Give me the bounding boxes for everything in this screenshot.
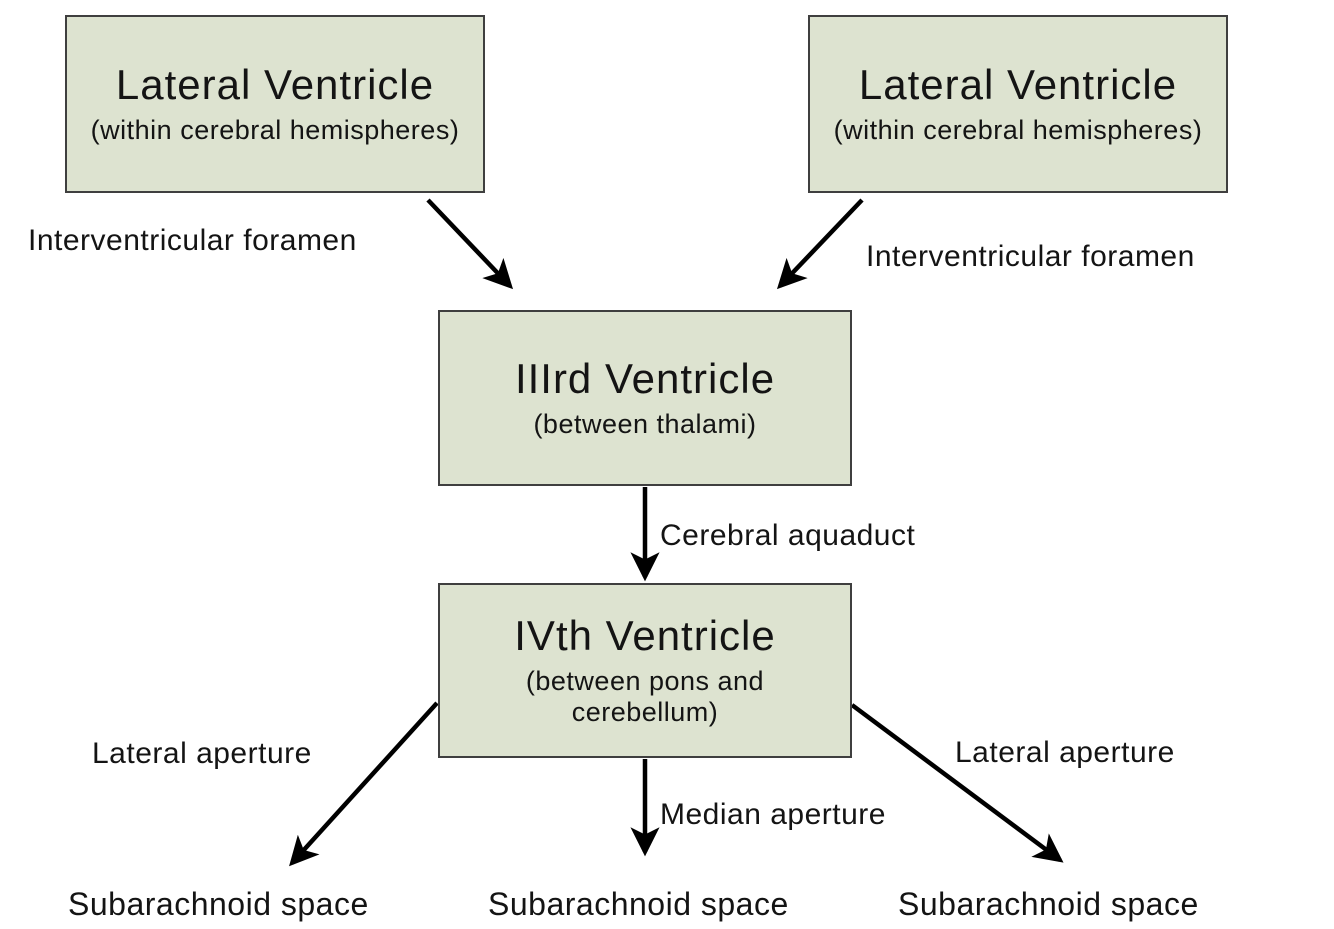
edge-label-lateral-aperture-left: Lateral aperture [92, 737, 312, 770]
edge-label-interventricular-foramen-right: Interventricular foramen [866, 240, 1195, 273]
arrow-interventricular-left [426, 198, 514, 290]
node-third-ventricle: IIIrd Ventricle (between thalami) [438, 310, 852, 486]
node-lateral-ventricle-left: Lateral Ventricle (within cerebral hemis… [65, 15, 485, 193]
node-title: IVth Ventricle [514, 612, 776, 660]
node-subtitle: (within cerebral hemispheres) [833, 114, 1203, 145]
terminal-subarachnoid-space-right: Subarachnoid space [898, 886, 1199, 922]
edge-label-median-aperture: Median aperture [660, 798, 886, 831]
terminal-subarachnoid-space-left: Subarachnoid space [68, 886, 369, 922]
node-subtitle: (between pons and cerebellum) [525, 665, 765, 727]
arrow-interventricular-right [776, 198, 864, 290]
node-subtitle: (within cerebral hemispheres) [90, 114, 460, 145]
node-lateral-ventricle-right: Lateral Ventricle (within cerebral hemis… [808, 15, 1228, 193]
node-title: IIIrd Ventricle [514, 355, 776, 403]
node-title: Lateral Ventricle [858, 61, 1178, 109]
node-title: Lateral Ventricle [115, 61, 435, 109]
terminal-subarachnoid-space-middle: Subarachnoid space [488, 886, 789, 922]
arrow-lateral-aperture-left [289, 701, 439, 867]
edge-label-lateral-aperture-right: Lateral aperture [955, 736, 1175, 769]
node-fourth-ventricle: IVth Ventricle (between pons and cerebel… [438, 583, 852, 758]
edge-label-cerebral-aqueduct: Cerebral aquaduct [660, 519, 916, 552]
arrow-lateral-aperture-right [850, 703, 1064, 863]
node-subtitle: (between thalami) [533, 408, 757, 439]
edge-label-interventricular-foramen-left: Interventricular foramen [28, 224, 357, 257]
